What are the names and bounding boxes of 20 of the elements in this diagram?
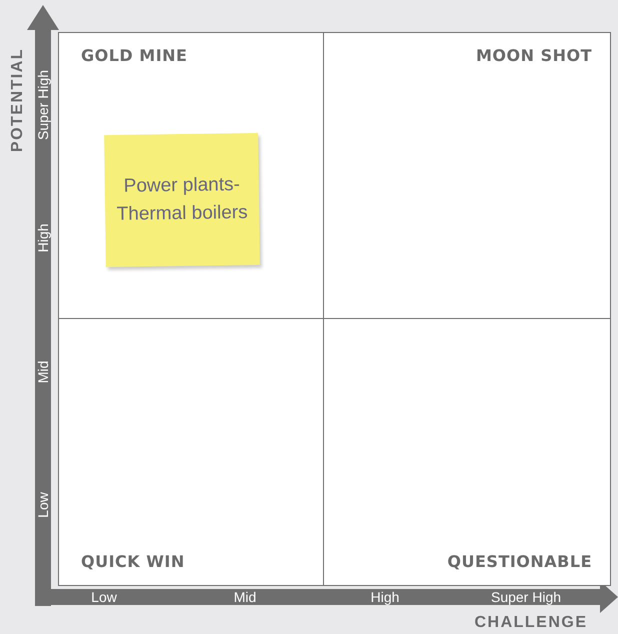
tick-label: Mid	[35, 360, 51, 384]
axis-title: CHALLENGE	[474, 614, 588, 632]
tick-label: Low	[91, 589, 117, 605]
tick-label: Mid	[234, 589, 256, 605]
tick-label: Super High	[35, 70, 51, 140]
sticky-note	[104, 132, 260, 268]
quadrant-panel	[58, 318, 325, 586]
axis-title: POTENTIAL	[9, 48, 27, 152]
tick-label: High	[35, 224, 51, 252]
quadrant-title: QUICK WIN	[81, 552, 185, 571]
quadrant-title: QUESTIONABLE	[447, 552, 592, 571]
quadrant-panel	[58, 32, 325, 319]
quadrant-panel	[323, 318, 611, 586]
quadrant-panel	[323, 32, 611, 319]
tick-label: High	[370, 589, 400, 605]
quadrant-title: GOLD MINE	[81, 46, 188, 65]
note-text: Power plants- Thermal boilers	[116, 173, 249, 227]
quadrant-title: MOON SHOT	[476, 46, 592, 65]
tick-label: Super High	[490, 589, 562, 605]
tick-label: Low	[35, 492, 51, 518]
